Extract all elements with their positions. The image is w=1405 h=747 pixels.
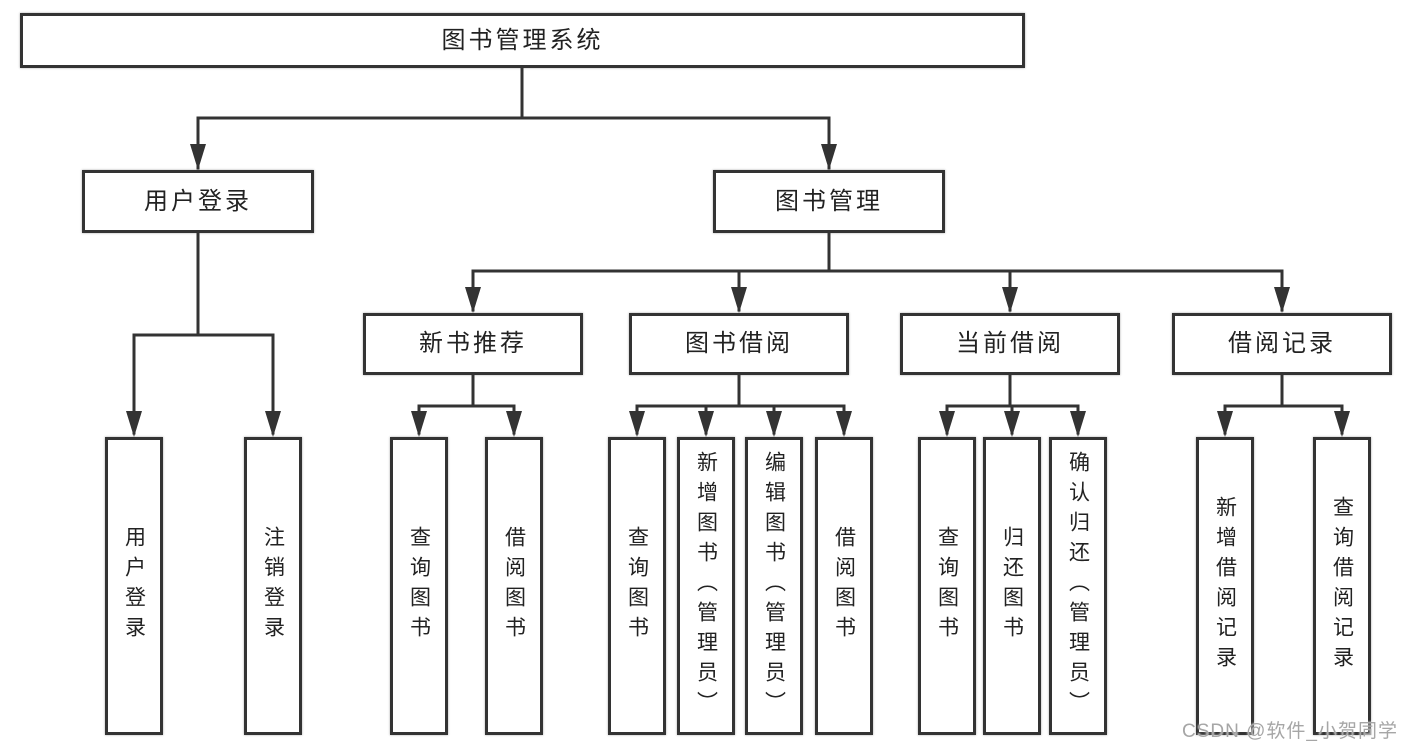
node-user-login: 用户登录 [82,170,314,233]
leaf-current-query-books: 查询图书 [918,437,976,735]
leaf-borrowing-query-books: 查询图书 [608,437,666,735]
leaf-recommend-borrow-books: 借阅图书 [485,437,543,735]
csdn-watermark: CSDN @软件_小贺同学 [1182,721,1398,742]
node-new-book-recommendation: 新书推荐 [363,313,583,375]
node-root: 图书管理系统 [20,13,1025,68]
node-book-management: 图书管理 [713,170,945,233]
connector-paths [132,66,1344,435]
leaf-borrowing-borrow-books: 借阅图书 [815,437,873,735]
leaf-logout: 注销登录 [244,437,302,735]
leaf-records-add-borrow-record: 新增借阅记录 [1196,437,1254,735]
leaf-current-confirm-return-admin: 确认归还（管理员） [1049,437,1107,735]
leaf-borrowing-add-books-admin: 新增图书（管理员） [677,437,735,735]
leaf-user-login: 用户登录 [105,437,163,735]
leaf-records-query-borrow-record: 查询借阅记录 [1313,437,1371,735]
leaf-borrowing-edit-books-admin: 编辑图书（管理员） [745,437,803,735]
node-current-borrowing: 当前借阅 [900,313,1120,375]
node-book-borrowing: 图书借阅 [629,313,849,375]
leaf-current-return-books: 归还图书 [983,437,1041,735]
node-borrowing-records: 借阅记录 [1172,313,1392,375]
leaf-recommend-query-books: 查询图书 [390,437,448,735]
arrowheads [126,144,1350,437]
